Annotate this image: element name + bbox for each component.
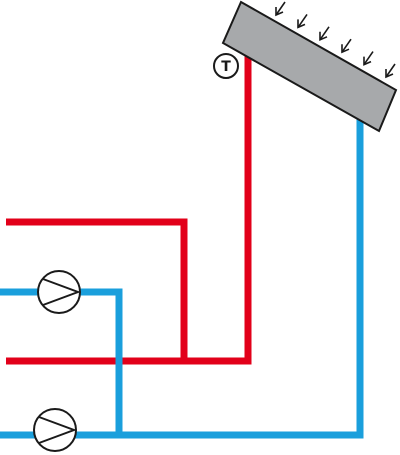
circulation-pump-upper-icon [37,270,81,314]
sun-ray-arrow-icon [275,1,286,17]
sun-ray-arrow-icon [385,63,396,79]
temperature-sensor-label: T [221,59,231,75]
cold-pipe-main [0,112,364,439]
pump-upper-triangle [42,278,81,306]
collector-panel [221,0,398,133]
sun-ray-arrow-icon [319,26,330,42]
pump-lower-triangle [38,416,77,444]
sun-ray-arrow-icon [363,51,374,66]
solar-collector [221,0,398,133]
sun-ray-arrow-icon [297,13,308,29]
pump-upper-body [37,270,81,314]
sun-ray-arrow-icon [341,38,352,54]
circulation-pump-lower-icon [33,408,77,452]
temperature-sensor-circle [213,53,239,79]
sun-rays [275,1,396,79]
pump-lower-body [33,408,77,452]
hot-pipe-main [6,39,252,365]
temperature-sensor-icon: T [213,53,239,79]
hot-pipe-upper-branch [6,218,188,361]
hot-pipe-circuit [6,39,252,365]
